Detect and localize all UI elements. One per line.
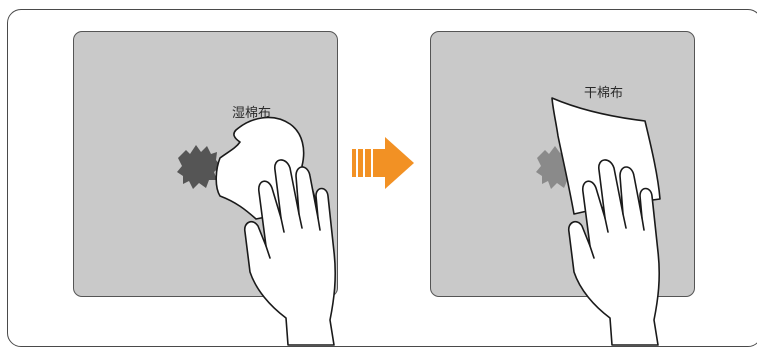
stain-icon-wet — [177, 145, 221, 189]
step-label-wet-cloth: 湿棉布 — [232, 107, 271, 120]
hand-icon-left — [245, 160, 335, 345]
right-arrow-icon — [352, 137, 414, 189]
step-label-dry-cloth: 干棉布 — [584, 87, 623, 100]
